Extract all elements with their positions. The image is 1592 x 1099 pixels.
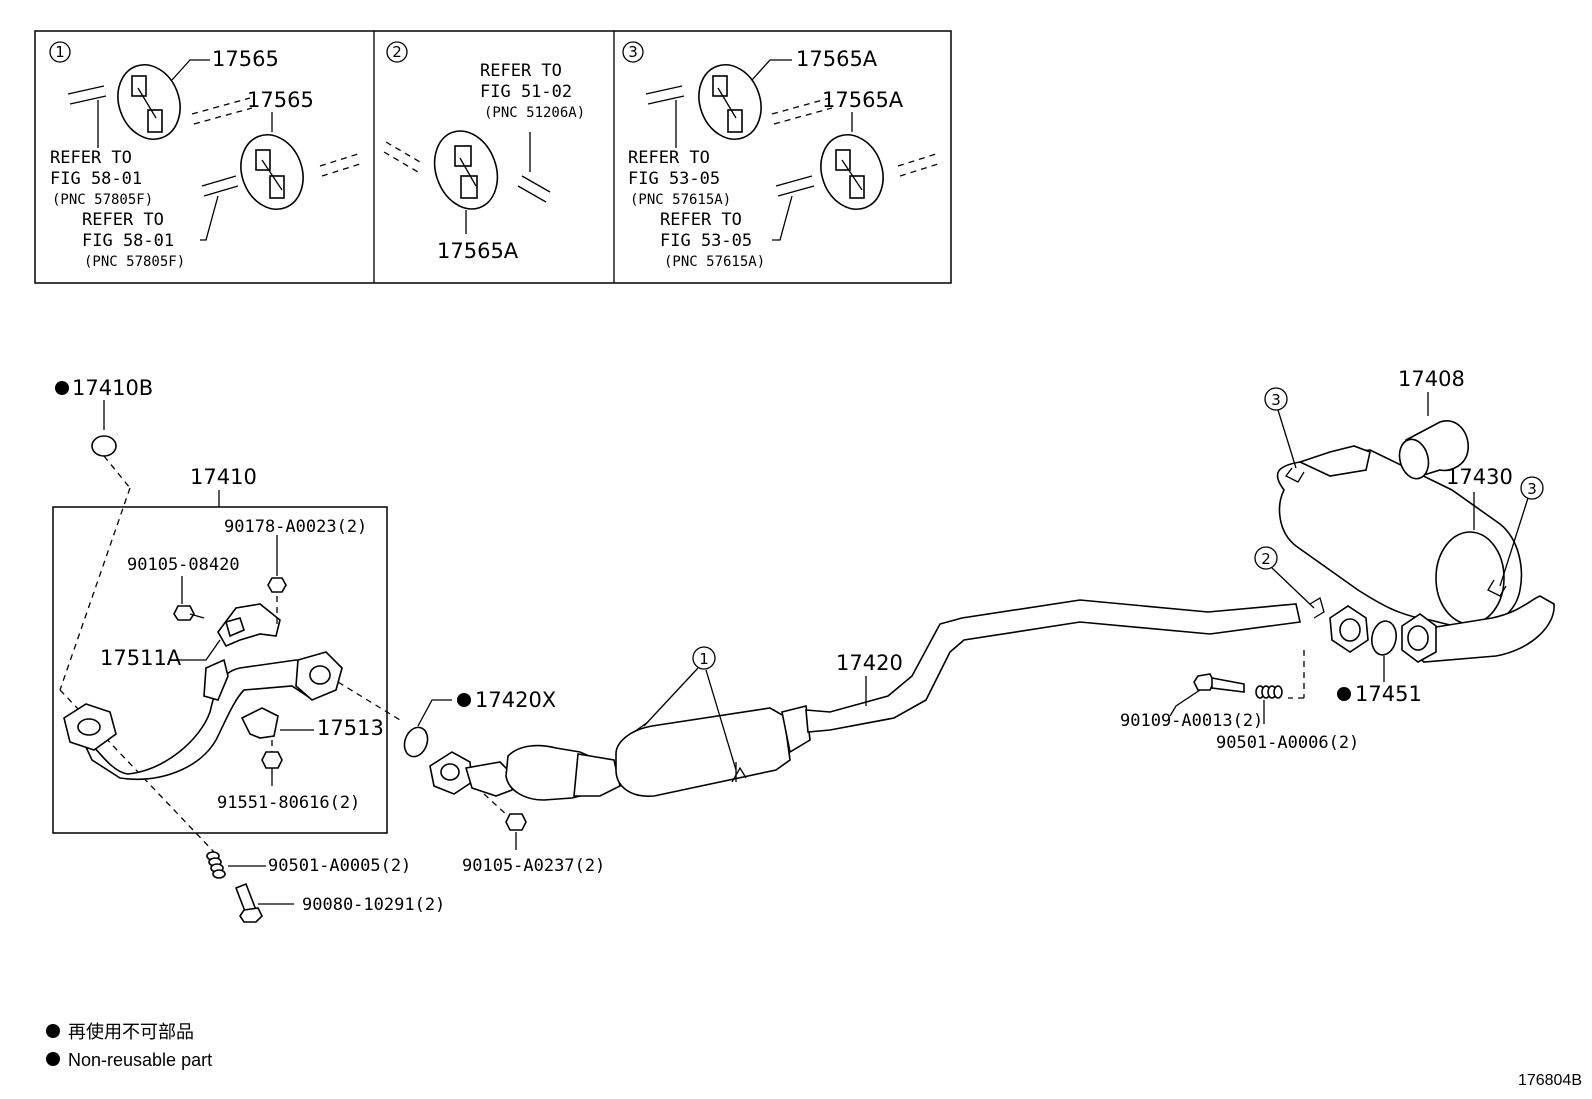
part-label-17410: 17410: [190, 465, 257, 489]
part-label-17451: 17451: [1355, 682, 1422, 706]
callout-17565: 17565: [212, 47, 279, 71]
inset-number: 3: [628, 43, 638, 61]
fig-ref-label: FIG 53-05: [628, 169, 720, 189]
callout-circle-1: [692, 646, 716, 670]
pnc-ref-label: (PNC 57615A): [664, 254, 765, 270]
callout-number-3: 3: [1271, 391, 1281, 409]
gasket-17420X: 17420X: [337, 681, 556, 758]
refer-to-label: REFER TO: [82, 210, 164, 230]
inset-number-circle: [386, 41, 408, 63]
front-pipe-assembly-17410: 17410 17511A 90178-A0023(2) 90105-08420 …: [52, 465, 388, 834]
part-label-17430: 17430: [1446, 465, 1513, 489]
inset-number: 2: [392, 43, 402, 61]
part-label-90501-A0006: 90501-A0006(2): [1216, 733, 1359, 753]
part-label-90501-A0005: 90501-A0005(2): [268, 856, 411, 876]
non-reusable-dot: [46, 1024, 60, 1038]
callout-17565A: 17565A: [437, 239, 519, 263]
center-exhaust-pipe-17420: 90105-A0237(2) 1 17420: [429, 599, 1301, 876]
inset-frame: [34, 30, 952, 284]
part-label-17513: 17513: [317, 716, 384, 740]
gasket-17410B: 17410B: [55, 376, 215, 853]
callout-number-2: 2: [1261, 550, 1271, 568]
callout-17565: 17565: [247, 88, 314, 112]
part-label-90080-10291: 90080-10291(2): [302, 895, 445, 915]
pnc-ref-label: (PNC 57805F): [84, 254, 185, 270]
muffler-17430: 3 3 17430: [1264, 387, 1555, 663]
non-reusable-dot: [1337, 687, 1351, 701]
non-reusable-dot: [457, 693, 471, 707]
non-reusable-dot: [46, 1052, 60, 1066]
rear-flange-and-gasket: 17451 90501-A0006(2) 90109-A0013(2): [1120, 605, 1422, 753]
tail-pipe-finisher-17408: 17408: [1398, 367, 1469, 480]
rubber-hanger: [433, 130, 499, 210]
legend-label-jp: 再使用不可部品: [68, 1022, 194, 1042]
callout-circle-3: [1520, 476, 1544, 500]
fig-ref-label: FIG 58-01: [50, 169, 142, 189]
fig-ref-label: FIG 58-01: [82, 231, 174, 251]
callout-number-3: 3: [1527, 480, 1537, 498]
part-label-90105-A0237: 90105-A0237(2): [462, 856, 605, 876]
part-label-17420: 17420: [836, 651, 903, 675]
hanger-ref-2: 2: [1254, 546, 1325, 619]
part-label-90109-A0013: 90109-A0013(2): [1120, 711, 1263, 731]
rubber-hanger: [820, 134, 884, 210]
callout-number-1: 1: [699, 650, 709, 668]
part-label-17410B: 17410B: [72, 376, 153, 400]
rubber-hanger: [698, 64, 762, 140]
spring-bolt-set: 90501-A0005(2) 90080-10291(2): [206, 851, 445, 923]
legend: 再使用不可部品 Non-reusable part: [46, 1022, 212, 1070]
part-label-17420X: 17420X: [475, 688, 556, 712]
refer-to-label: REFER TO: [628, 148, 710, 168]
fig-ref-label: FIG 53-05: [660, 231, 752, 251]
rubber-hanger: [240, 134, 304, 210]
callout-circle-2: [1254, 546, 1278, 570]
refer-to-label: REFER TO: [480, 61, 562, 81]
callout-17565A: 17565A: [822, 88, 904, 112]
fig-ref-label: FIG 51-02: [480, 82, 572, 102]
pnc-ref-label: (PNC 51206A): [484, 105, 585, 121]
non-reusable-dot: [55, 381, 69, 395]
refer-to-label: REFER TO: [660, 210, 742, 230]
rubber-hanger: [117, 64, 181, 140]
refer-to-label: REFER TO: [50, 148, 132, 168]
part-label-90178-A0023: 90178-A0023(2): [224, 517, 367, 537]
inset-number-circle: [49, 41, 71, 63]
pnc-ref-label: (PNC 57615A): [630, 192, 731, 208]
inset-3: 3 17565A 17565A REFER TO FIG 53-05 (PNC …: [622, 41, 939, 270]
part-label-17408: 17408: [1398, 367, 1465, 391]
inset-number: 1: [55, 43, 65, 61]
inset-number-circle: [622, 41, 644, 63]
assembly-box: [52, 506, 388, 834]
pnc-ref-label: (PNC 57805F): [52, 192, 153, 208]
inset-1: 1 17565 17565 REFER TO FIG 58-01: [49, 41, 361, 270]
callout-circle-3: [1264, 387, 1288, 411]
callout-17565A: 17565A: [796, 47, 878, 71]
legend-label-en: Non-reusable part: [68, 1050, 212, 1070]
part-label-17511A: 17511A: [100, 646, 182, 670]
inset-panels: [34, 30, 952, 284]
part-label-90105-08420: 90105-08420: [127, 555, 240, 575]
figure-id: 176804B: [1518, 1072, 1582, 1089]
inset-2: 2 REFER TO FIG 51-02 (PNC 51206A) 17565A: [383, 41, 585, 263]
part-label-91551-80616: 91551-80616(2): [217, 793, 360, 813]
